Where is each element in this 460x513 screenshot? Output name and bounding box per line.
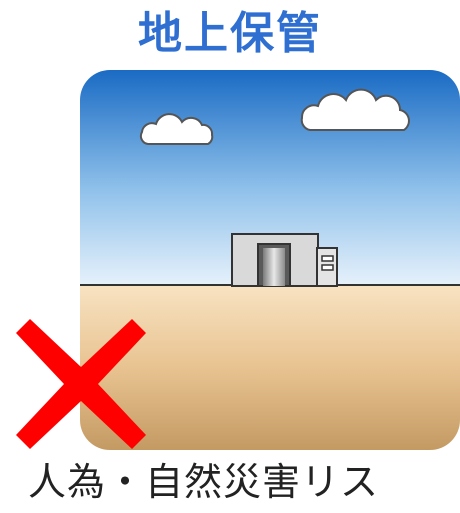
- ground: [80, 285, 460, 450]
- cloud-left-icon: [139, 113, 214, 145]
- cross-mark-icon: [16, 319, 146, 449]
- storage-scene-illustration: [80, 70, 460, 450]
- caption: 人為・自然災害リス: [28, 460, 380, 504]
- storage-building-icon: [231, 233, 338, 287]
- title: 地上保管: [138, 8, 322, 59]
- storage-scene: [80, 70, 460, 450]
- cloud-right-icon: [300, 88, 410, 131]
